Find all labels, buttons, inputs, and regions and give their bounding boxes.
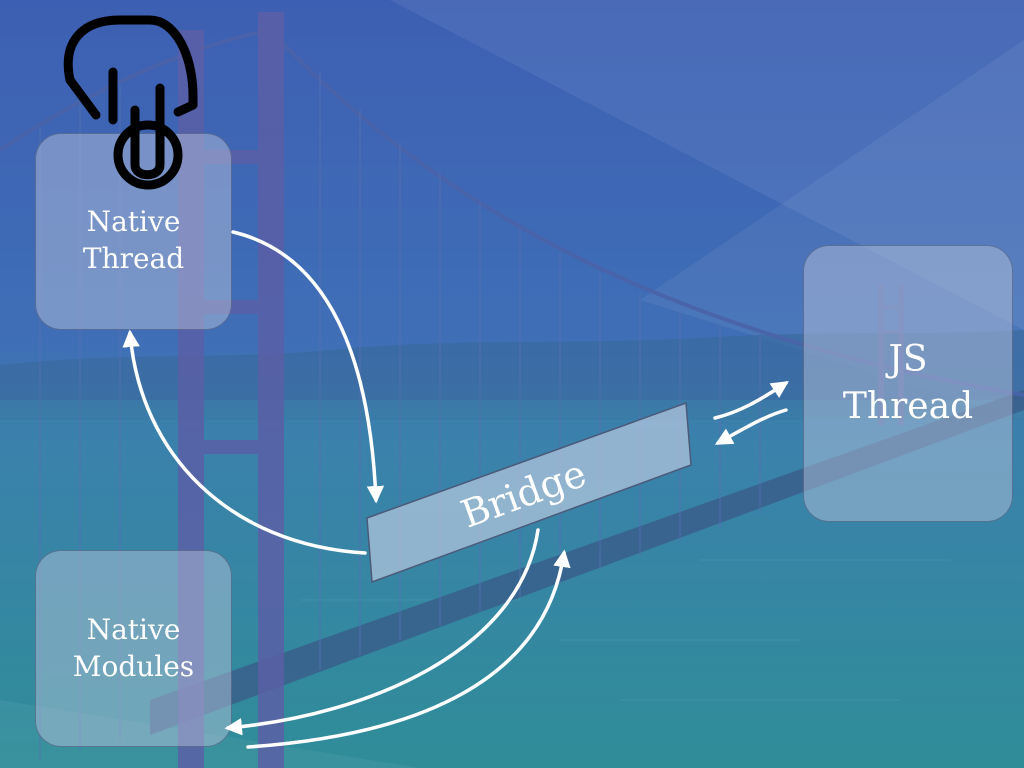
arrow-js-thread-to-bridge <box>714 408 788 445</box>
js-thread-label: JS Thread <box>842 338 974 427</box>
native-thread-label: Native Thread <box>82 205 185 275</box>
arrow-bridge-to-js-thread <box>713 381 789 420</box>
arrow-native-thread-to-bridge <box>231 230 385 504</box>
js-thread-box: JS Thread <box>803 245 1013 522</box>
arrow-bridge-to-native-thread <box>122 329 367 555</box>
hand-pointer-icon <box>63 15 198 190</box>
arrow-native-modules-to-bridge <box>246 549 571 749</box>
bridge-bar: Bridge <box>366 401 692 584</box>
native-modules-label: Native Modules <box>72 613 195 683</box>
native-modules-box: Native Modules <box>35 550 232 747</box>
arrow-bridge-to-native-modules <box>224 528 540 736</box>
